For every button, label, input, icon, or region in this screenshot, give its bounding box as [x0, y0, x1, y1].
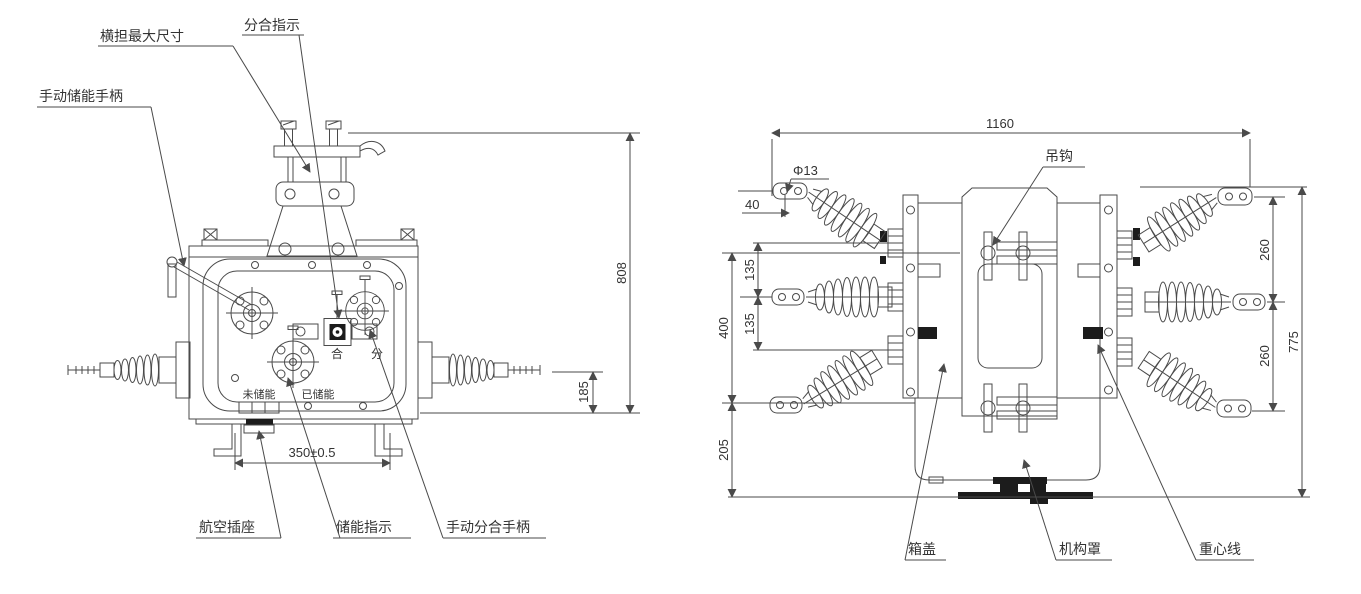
dim-hole-diameter: Φ13 — [793, 163, 818, 178]
dim-side-overall-width: 1160 — [986, 116, 1014, 131]
dim-terminal-height: 400 — [716, 317, 731, 339]
label-mechanism-cover: 机构罩 — [1059, 541, 1101, 557]
dim-phase-spacing-lower: 135 — [742, 313, 757, 335]
label-manual-charging-handle: 手动储能手柄 — [39, 88, 123, 104]
panel-close-mark: 合 — [331, 346, 343, 361]
side-view-dimensions — [722, 128, 1310, 498]
front-view-dimensions — [234, 132, 640, 470]
label-center-of-gravity-line: 重心线 — [1199, 541, 1241, 557]
dim-side-overall-height: 775 — [1286, 331, 1301, 353]
front-view-linework — [67, 120, 541, 457]
panel-charged: 已储能 — [302, 387, 335, 401]
label-open-close-indicator: 分合指示 — [244, 17, 300, 33]
panel-open-mark: 分 — [371, 347, 383, 361]
dim-right-spacing-lower: 260 — [1257, 345, 1272, 367]
dim-front-mounting-width: 350±0.5 — [289, 445, 336, 460]
label-aviation-socket: 航空插座 — [199, 519, 255, 535]
label-crossarm-max-size: 横担最大尺寸 — [100, 28, 184, 44]
side-view-leader-lines — [904, 166, 1254, 561]
side-view-linework — [769, 175, 1266, 504]
dim-front-overall-height: 808 — [614, 262, 629, 284]
dim-base-height: 205 — [716, 439, 731, 461]
label-manual-open-close-handle: 手动分合手柄 — [446, 519, 530, 535]
dim-right-spacing-upper: 260 — [1257, 239, 1272, 261]
dim-phase-spacing-upper: 135 — [742, 259, 757, 281]
front-view-leader-lines — [37, 34, 546, 539]
dim-terminal-offset: 40 — [745, 197, 759, 212]
dim-front-bushing-height: 185 — [576, 381, 591, 403]
label-charging-indicator: 储能指示 — [336, 519, 392, 535]
panel-not-charged: 未储能 — [243, 387, 276, 401]
label-lifting-hook: 吊钩 — [1045, 148, 1073, 164]
label-box-cover: 箱盖 — [908, 541, 936, 557]
